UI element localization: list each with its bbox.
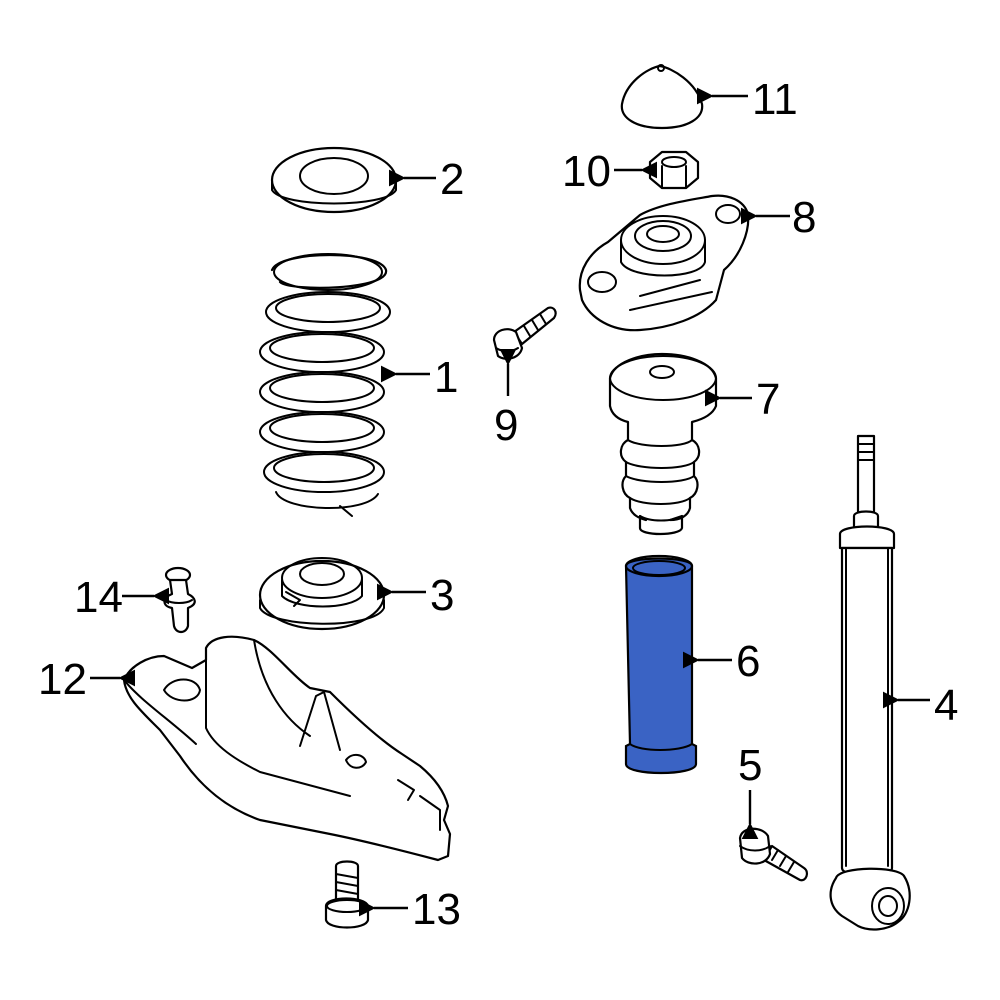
- callout-3: 3: [430, 571, 454, 620]
- callout-7: 7: [756, 375, 780, 424]
- leader-arrows: [90, 87, 930, 917]
- callout-14: 14: [74, 573, 123, 622]
- callout-11: 11: [752, 75, 798, 124]
- part-4-shock-absorber[interactable]: [829, 434, 911, 931]
- callout-8: 8: [792, 193, 816, 242]
- part-7-bump-stop[interactable]: [608, 352, 718, 536]
- callout-5: 5: [738, 741, 762, 790]
- part-12-control-arm[interactable]: [122, 635, 452, 862]
- callout-1: 1: [434, 353, 458, 402]
- callout-10: 10: [562, 147, 611, 196]
- part-8-strut-mount[interactable]: [578, 194, 750, 332]
- part-2-upper-spring-seat[interactable]: [270, 146, 398, 214]
- callout-labels: 11 10 8 2 1 9 7 3 14 6 4 12 5 13: [38, 75, 958, 934]
- part-1-coil-spring[interactable]: [259, 253, 391, 517]
- part-11-dust-cap[interactable]: [620, 64, 704, 130]
- part-6-protective-boot[interactable]: [624, 554, 698, 775]
- callout-2: 2: [440, 155, 464, 204]
- callout-9: 9: [494, 401, 518, 450]
- callout-4: 4: [934, 681, 958, 730]
- part-9-bolt[interactable]: [492, 306, 557, 360]
- part-10-nut[interactable]: [648, 150, 700, 190]
- part-5-bolt[interactable]: [738, 827, 809, 882]
- callout-13: 13: [412, 885, 461, 934]
- part-3-lower-spring-seat[interactable]: [258, 557, 386, 631]
- part-13-bolt[interactable]: [324, 860, 370, 929]
- callout-12: 12: [38, 655, 87, 704]
- callout-6: 6: [736, 637, 760, 686]
- part-14-clip[interactable]: [163, 566, 196, 634]
